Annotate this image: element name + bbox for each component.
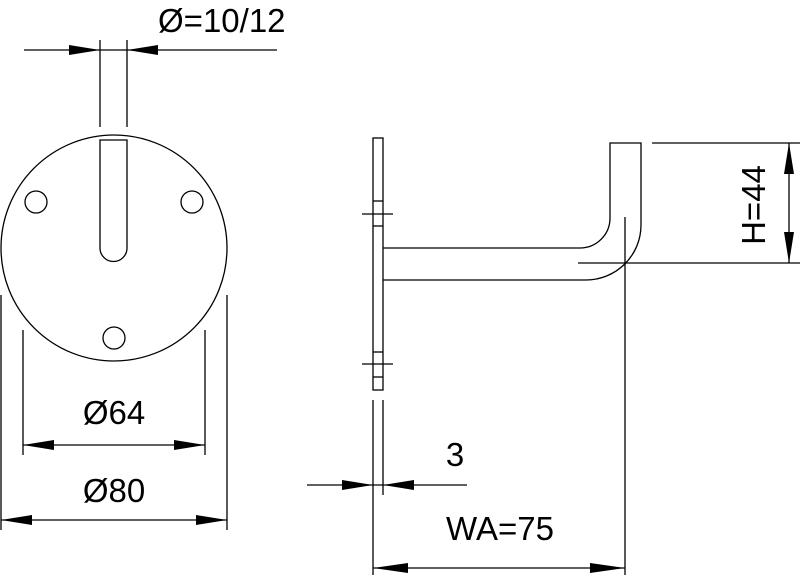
rod-slot <box>99 139 128 263</box>
screw-hole-right <box>180 190 204 214</box>
inner-diameter-label: Ø64 <box>83 394 145 431</box>
wall-distance-label: WA=75 <box>446 510 554 547</box>
plate-thickness-dimension: 3 <box>307 400 467 495</box>
outer-diameter-label: Ø80 <box>83 472 145 509</box>
height-dimension: H=44 <box>578 142 800 264</box>
base-plate-outline <box>0 134 228 362</box>
rod-diameter-dimension: Ø=10/12 <box>24 2 286 127</box>
screw-hole-bottom <box>102 326 126 350</box>
side-view: H=44 3 WA=75 <box>307 137 800 575</box>
wall-distance-dimension: WA=75 <box>372 217 626 575</box>
wall-plate <box>372 137 384 391</box>
screw-hole-left <box>24 190 48 214</box>
front-view: Ø=10/12 Ø64 Ø80 <box>0 2 286 530</box>
outer-diameter-dimension: Ø80 <box>0 295 228 530</box>
bent-rod <box>383 142 642 281</box>
plate-thickness-label: 3 <box>446 436 464 473</box>
rod-diameter-label: Ø=10/12 <box>158 2 286 39</box>
inner-diameter-dimension: Ø64 <box>22 330 206 455</box>
height-label: H=44 <box>735 165 772 245</box>
